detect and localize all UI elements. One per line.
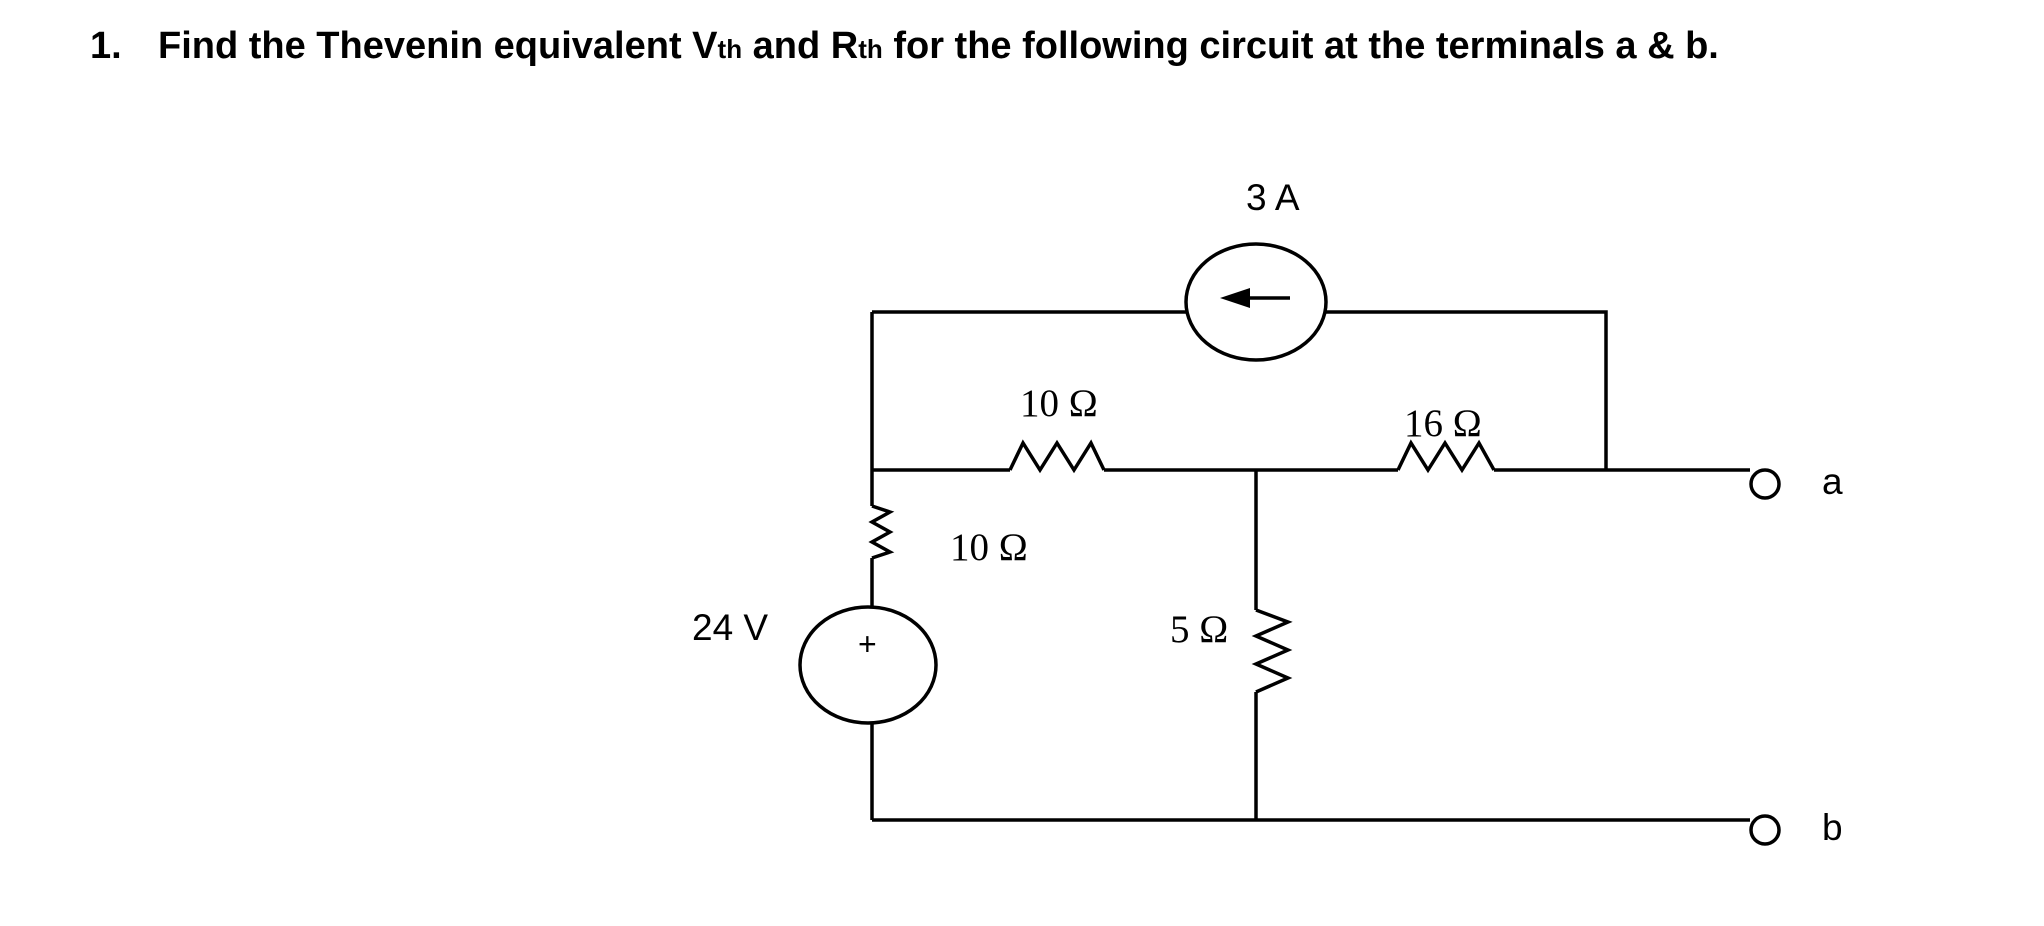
current-source-label: 3 A xyxy=(1246,177,1300,218)
rth-symbol: Rth xyxy=(831,25,883,67)
question-text-part-2: and xyxy=(742,25,831,67)
vth-subscript: th xyxy=(717,34,743,64)
current-source xyxy=(1184,242,1328,362)
resistor-center-vertical-label: 5 Ω xyxy=(1170,608,1228,651)
current-arrow-icon xyxy=(1220,288,1250,308)
resistor-top-right-label: 16 Ω xyxy=(1404,402,1482,445)
resistor-left-vertical xyxy=(868,504,895,560)
resistor-top-right xyxy=(1396,439,1496,474)
voltage-source-label: 24 V xyxy=(692,607,768,648)
terminal-a-label: a xyxy=(1822,461,1843,502)
wire-top-horizontal-right xyxy=(1326,310,1608,470)
rth-subscript: th xyxy=(858,34,883,64)
terminal-b-label: b xyxy=(1822,807,1843,848)
voltage-polarity-icon: + xyxy=(858,626,877,662)
terminal-a-circle xyxy=(1749,468,1781,500)
vth-symbol: Vth xyxy=(692,25,742,67)
resistor-left-vertical-label: 10 Ω xyxy=(950,526,1028,569)
question-text-part-3: for the following circuit at the termina… xyxy=(882,25,1719,67)
vth-main: V xyxy=(692,25,718,67)
terminal-b-circle xyxy=(1749,814,1781,846)
rth-main: R xyxy=(830,25,859,67)
question-text: 1. Find the Thevenin equivalent Vth and R… xyxy=(90,22,1719,73)
question-text-part-1: Find the Thevenin equivalent xyxy=(158,25,693,67)
question-number: 1. xyxy=(90,25,122,67)
resistor-center-vertical xyxy=(1251,608,1293,694)
resistor-top-middle xyxy=(1008,439,1106,474)
resistor-top-middle-label: 10 Ω xyxy=(1020,382,1098,425)
voltage-source xyxy=(798,605,938,725)
